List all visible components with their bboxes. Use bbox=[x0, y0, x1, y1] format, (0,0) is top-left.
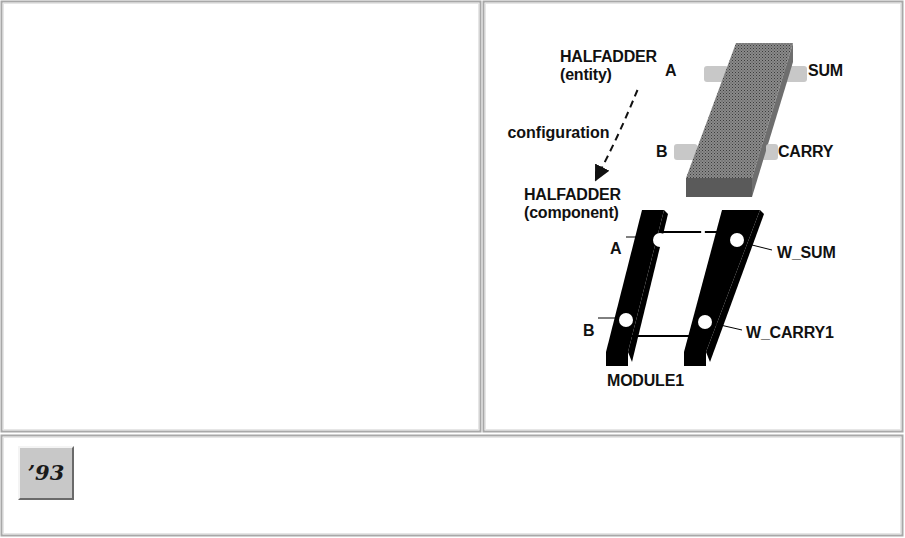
component-heading: HALFADDER (component) bbox=[524, 186, 621, 222]
version-badge: ’93 bbox=[28, 464, 65, 482]
signal-name: W_CARRY1 bbox=[746, 324, 834, 342]
port-name: SUM bbox=[808, 62, 843, 80]
port-name: B bbox=[583, 322, 594, 340]
port-name: B bbox=[656, 143, 667, 161]
vhdl93-icon: ’93 bbox=[18, 446, 74, 500]
port-name: A bbox=[610, 240, 621, 258]
entity-heading: HALFADDER (entity) bbox=[560, 48, 657, 84]
module-name: MODULE1 bbox=[607, 372, 684, 390]
port-name: CARRY bbox=[778, 143, 833, 161]
port-name: A bbox=[665, 62, 676, 80]
entity-block bbox=[674, 43, 807, 197]
heading-text: HALFADDER (entity) bbox=[560, 48, 657, 84]
component-module bbox=[598, 210, 772, 366]
edge-label: configuration bbox=[506, 124, 610, 142]
heading-text: HALFADDER (component) bbox=[524, 186, 621, 222]
signal-name: W_SUM bbox=[777, 244, 836, 262]
